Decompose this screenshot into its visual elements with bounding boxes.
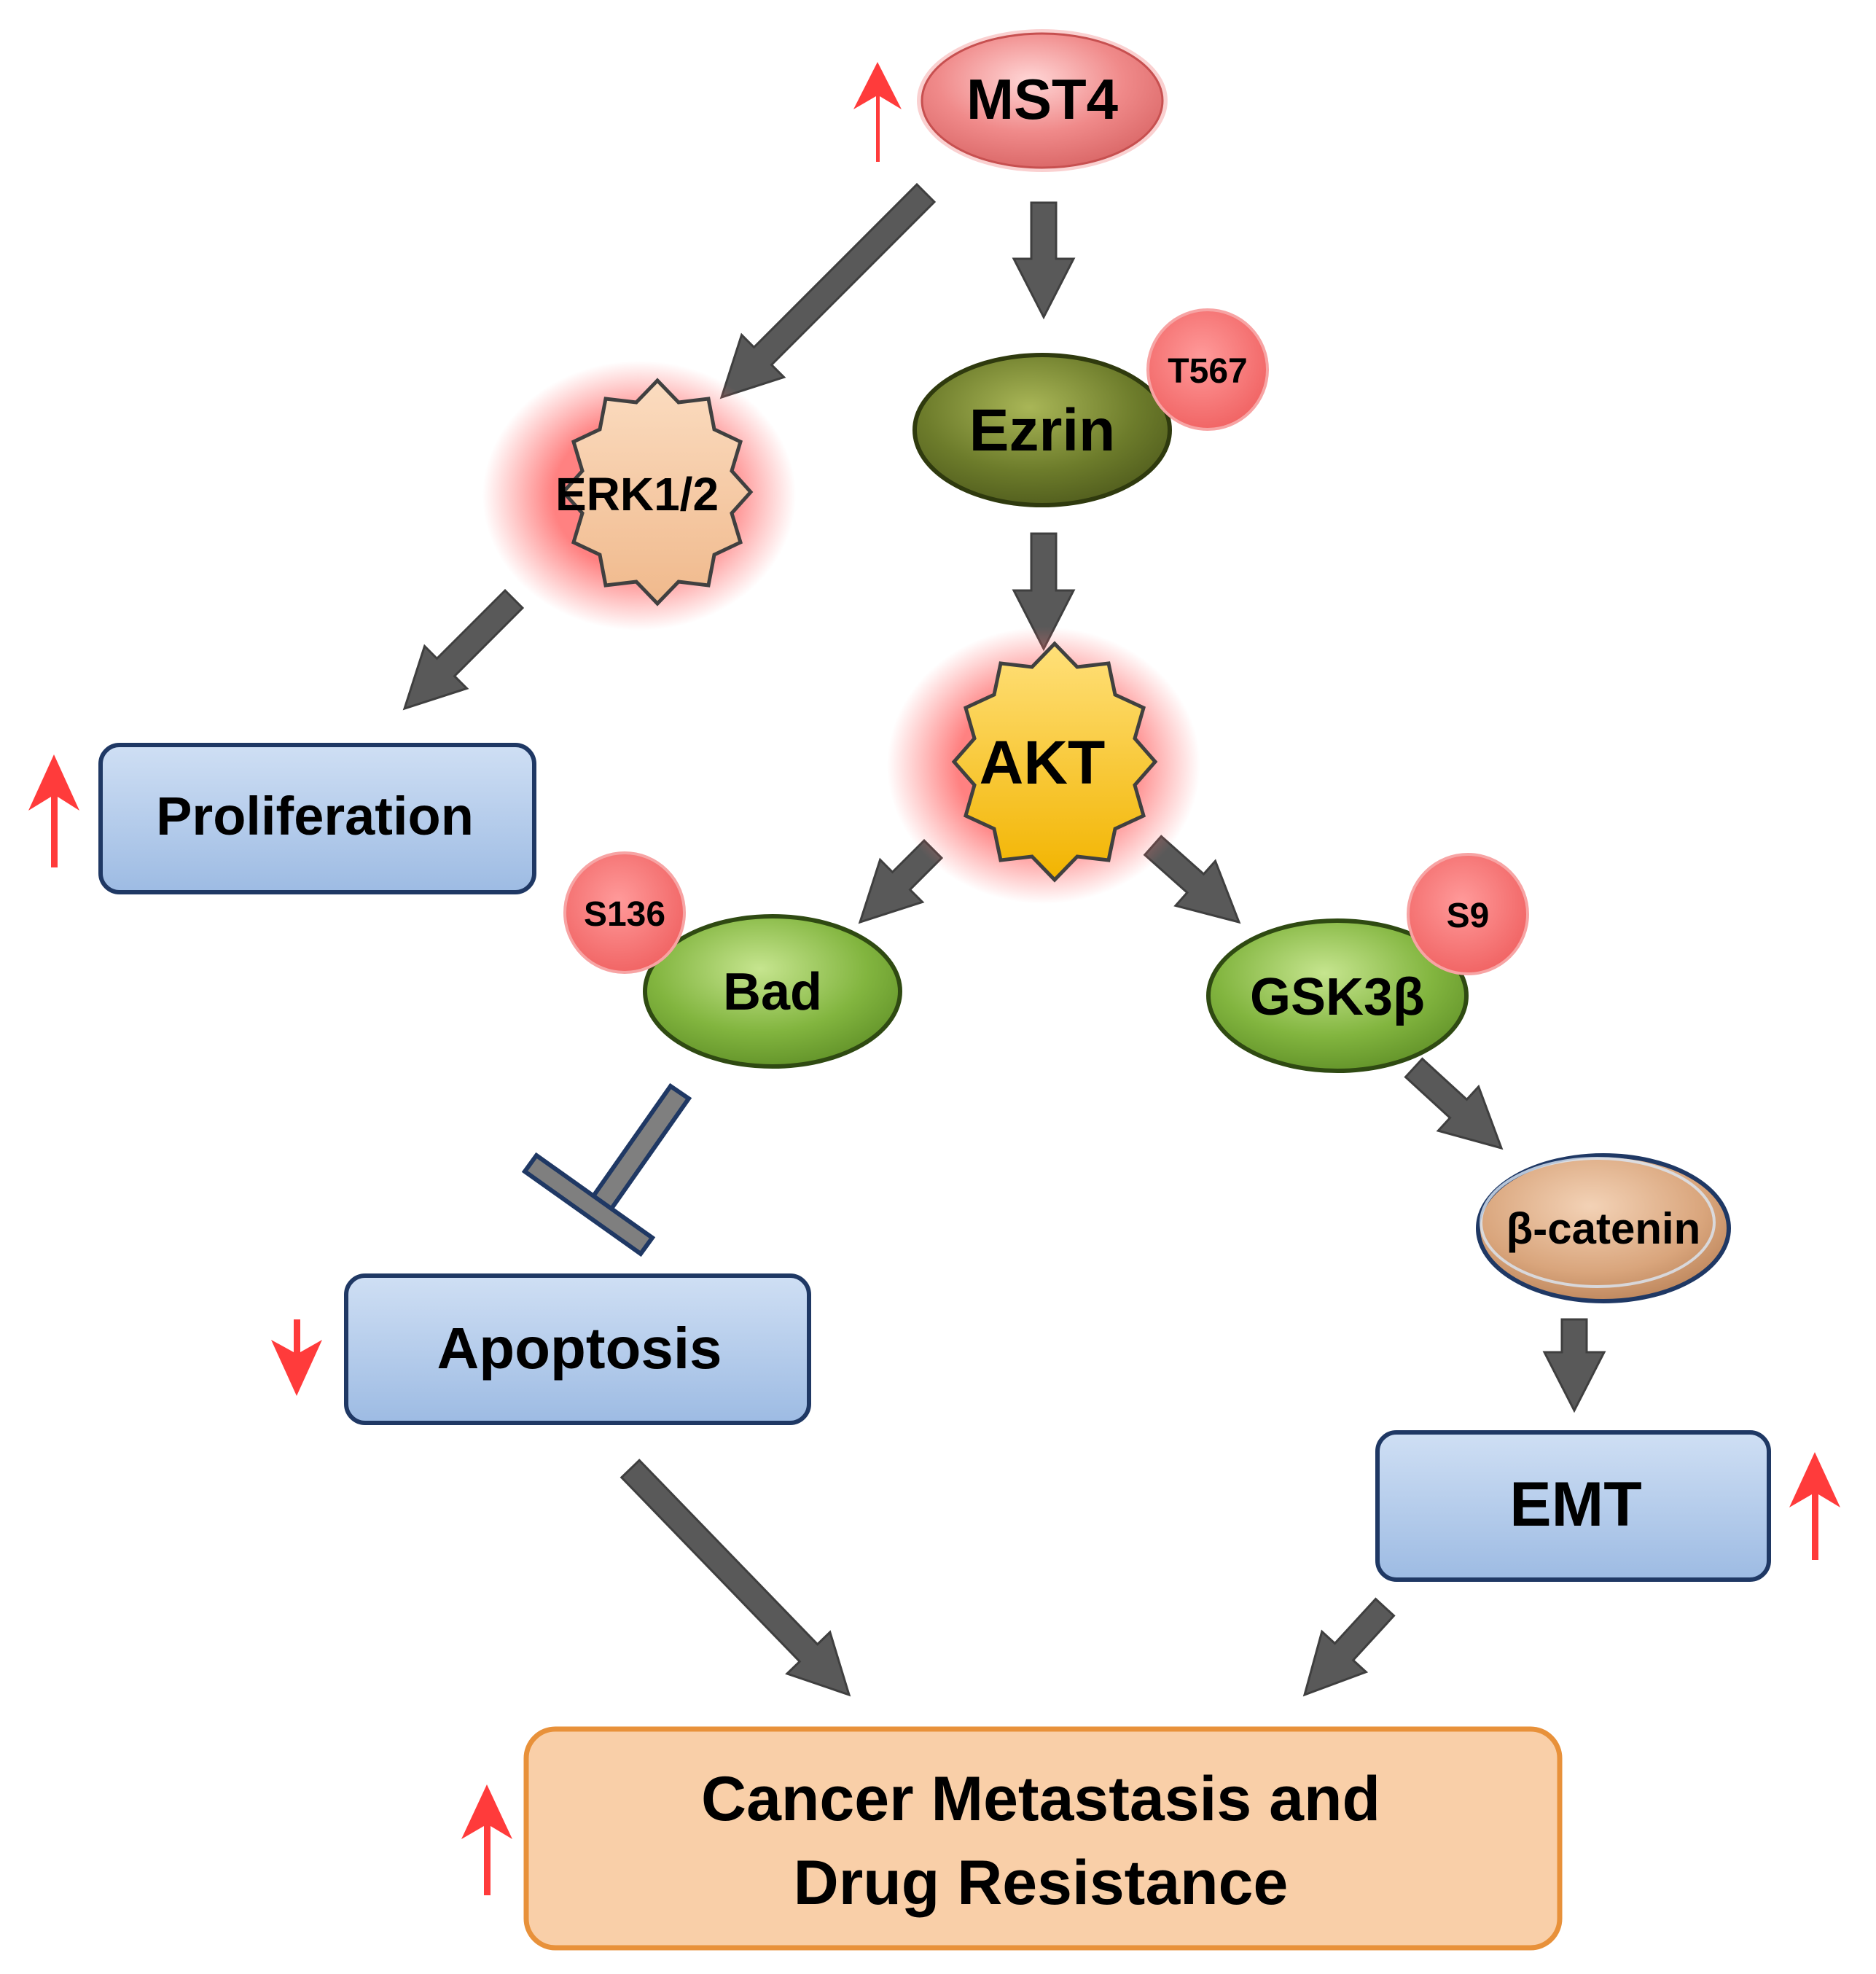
mst4-label: MST4 — [966, 67, 1118, 131]
bad-node: Bad — [643, 914, 902, 1069]
beta-catenin-node: β-catenin — [1476, 1153, 1731, 1303]
ezrin-site-label: T567 — [1168, 352, 1247, 391]
apoptosis-label: Apoptosis — [437, 1316, 722, 1381]
ezrin-node: Ezrin — [912, 353, 1172, 507]
arrow-beta-catenin-to-emt — [1542, 1318, 1606, 1413]
ezrin-phospho-site: T567 — [1146, 308, 1269, 431]
arrow-mst4-to-erk — [719, 182, 937, 399]
arrow-apoptosis-to-outcome — [620, 1459, 851, 1697]
inhibition-arrow-bad-apoptosis — [521, 1082, 692, 1257]
proliferation-label: Proliferation — [156, 786, 474, 846]
emt-label: EMT — [1509, 1470, 1642, 1540]
arrow-emt-to-outcome — [1302, 1597, 1396, 1697]
apoptosis-down-arrow-icon — [271, 1319, 322, 1396]
outcome-box: Cancer Metastasis and Drug Resistance — [523, 1726, 1563, 1951]
proliferation-up-arrow-icon — [28, 754, 79, 867]
arrow-gsk3b-to-beta-catenin — [1404, 1057, 1504, 1150]
emt-box: EMT — [1375, 1430, 1771, 1582]
bad-phospho-site: S136 — [563, 851, 686, 974]
gsk3b-phospho-site: S9 — [1407, 853, 1529, 975]
akt-label: AKT — [980, 728, 1106, 797]
akt-node: AKT — [951, 641, 1158, 883]
erk-node: ERK1/2 — [555, 378, 754, 606]
mst4-node: MST4 — [917, 29, 1168, 172]
bad-label: Bad — [723, 963, 822, 1021]
bad-site-label: S136 — [584, 895, 665, 934]
arrow-mst4-to-ezrin — [1012, 201, 1076, 320]
outcome-up-arrow-icon — [461, 1784, 512, 1895]
erk-label: ERK1/2 — [555, 468, 719, 520]
mst4-up-arrow-icon — [853, 62, 902, 162]
emt-up-arrow-icon — [1789, 1452, 1840, 1560]
apoptosis-box: Apoptosis — [344, 1273, 811, 1425]
ezrin-label: Ezrin — [969, 397, 1115, 464]
beta-catenin-label: β-catenin — [1506, 1204, 1701, 1253]
proliferation-box: Proliferation — [98, 743, 536, 894]
gsk3b-node: GSK3β — [1206, 918, 1469, 1073]
gsk3b-label: GSK3β — [1250, 968, 1425, 1026]
gsk3b-site-label: S9 — [1447, 897, 1490, 935]
outcome-label-line2: Drug Resistance — [794, 1848, 1289, 1918]
outcome-label-line1: Cancer Metastasis and — [701, 1764, 1380, 1834]
arrow-erk-to-proliferation — [402, 588, 525, 711]
arrow-ezrin-to-akt — [1012, 532, 1076, 652]
